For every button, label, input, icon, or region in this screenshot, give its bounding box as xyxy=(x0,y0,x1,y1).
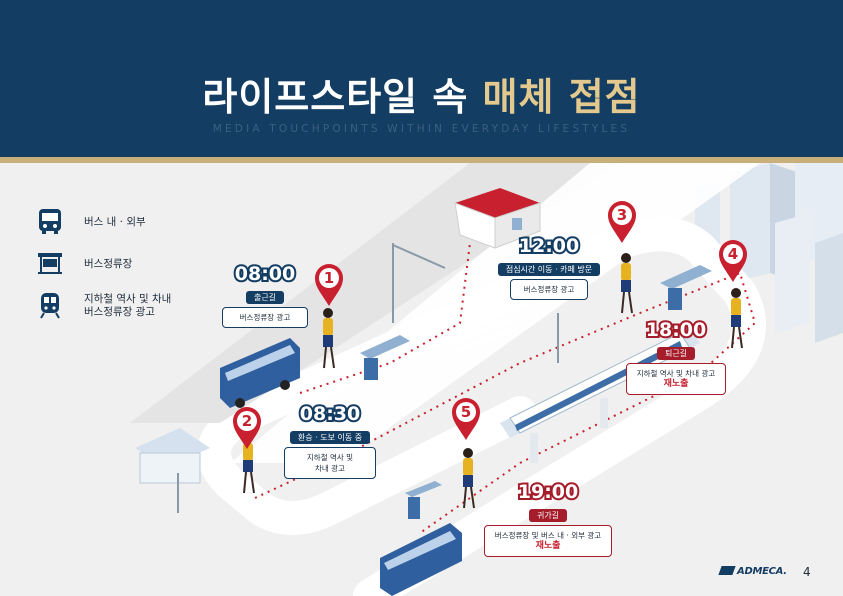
step-text-5: 버스정류장 및 버스 내 · 외부 광고 xyxy=(494,531,602,540)
step-marker-2: 2 xyxy=(231,406,263,450)
step-tag-1: 출근길 xyxy=(245,291,285,304)
step-card-2: 08:30 환승 · 도보 이동 중 지하철 역사 및 차내 광고 xyxy=(284,401,376,479)
bus-icon-1 xyxy=(220,338,300,408)
step-card-3: 12:00 점심시간 이동 · 카페 방문 버스정류장 광고 xyxy=(494,233,604,300)
brand-name: ADMECA. xyxy=(737,566,787,577)
step-text-5-box: 버스정류장 및 버스 내 · 외부 광고 재노출 xyxy=(484,525,612,557)
bus-stop-shelters xyxy=(135,265,712,519)
step-text-2: 지하철 역사 및 차내 광고 xyxy=(284,447,376,479)
route-dotted-line xyxy=(254,242,757,534)
step-time-2: 08:30 xyxy=(298,401,362,427)
step-text-1: 버스정류장 광고 xyxy=(222,307,308,328)
step-tag-4: 퇴근길 xyxy=(656,347,696,360)
step-text-4: 지하철 역사 및 차내 광고 xyxy=(636,369,716,378)
step-tag-2: 환승 · 도보 이동 중 xyxy=(289,431,371,444)
header-banner xyxy=(0,0,843,157)
step-time-3: 12:00 xyxy=(517,233,581,259)
step-time-5: 19:00 xyxy=(516,479,580,505)
step-marker-4: 4 xyxy=(717,239,749,283)
legend-label-bus-stop: 버스정류장 xyxy=(84,257,133,270)
crosswalk xyxy=(441,299,521,354)
bus-stop-icon xyxy=(36,249,66,279)
step-tag-3: 점심시간 이동 · 카페 방문 xyxy=(497,263,601,276)
brand-logo: ADMECA. xyxy=(718,566,787,577)
title-highlight: 매체 접점 xyxy=(482,75,641,119)
step-tag-5: 귀가길 xyxy=(528,509,568,522)
legend-item-subway: 지하철 역사 및 차내 버스정류장 광고 xyxy=(36,291,171,321)
city-illustration: 버스 내 · 외부 버스정류장 지하철 역사 및 차내 버스정류장 광고 1 2… xyxy=(0,163,843,596)
city-map-svg xyxy=(130,163,843,596)
step-marker-3: 3 xyxy=(606,200,638,244)
subway-icon xyxy=(36,291,66,321)
legend-label-bus: 버스 내 · 외부 xyxy=(84,215,146,228)
step-text-3: 버스정류장 광고 xyxy=(510,279,588,300)
step-marker-1: 1 xyxy=(313,263,345,307)
brand-mark-icon xyxy=(718,566,736,575)
title-main: 라이프스타일 속 xyxy=(202,75,483,119)
step-time-1: 08:00 xyxy=(233,261,297,287)
bus-icon xyxy=(36,207,66,237)
page-number: 4 xyxy=(803,565,811,579)
header-divider xyxy=(0,157,843,163)
step-card-5: 19:00 귀가길 버스정류장 및 버스 내 · 외부 광고 재노출 xyxy=(484,479,612,557)
bus-icon-2 xyxy=(380,523,462,596)
legend-label-subway: 지하철 역사 및 차내 버스정류장 광고 xyxy=(84,293,172,318)
step-reexpose-5: 재노출 xyxy=(535,541,561,551)
traffic-lights xyxy=(177,243,559,513)
step-time-4: 18:00 xyxy=(644,317,708,343)
step-card-1: 08:00 출근길 버스정류장 광고 xyxy=(222,261,308,328)
legend-item-bus-stop: 버스정류장 xyxy=(36,249,132,279)
commuter-figures xyxy=(243,253,743,509)
page-title: 라이프스타일 속 매체 접점 xyxy=(0,66,843,121)
step-reexpose-4: 재노출 xyxy=(663,379,689,389)
page-subtitle: MEDIA TOUCHPOINTS WITHIN EVERYDAY LIFEST… xyxy=(212,123,631,135)
step-text-4-box: 지하철 역사 및 차내 광고 재노출 xyxy=(626,363,726,395)
step-marker-5: 5 xyxy=(450,397,482,441)
step-card-4: 18:00 퇴근길 지하철 역사 및 차내 광고 재노출 xyxy=(626,317,726,395)
house-icon xyxy=(454,188,541,249)
legend-item-bus: 버스 내 · 외부 xyxy=(36,207,146,237)
